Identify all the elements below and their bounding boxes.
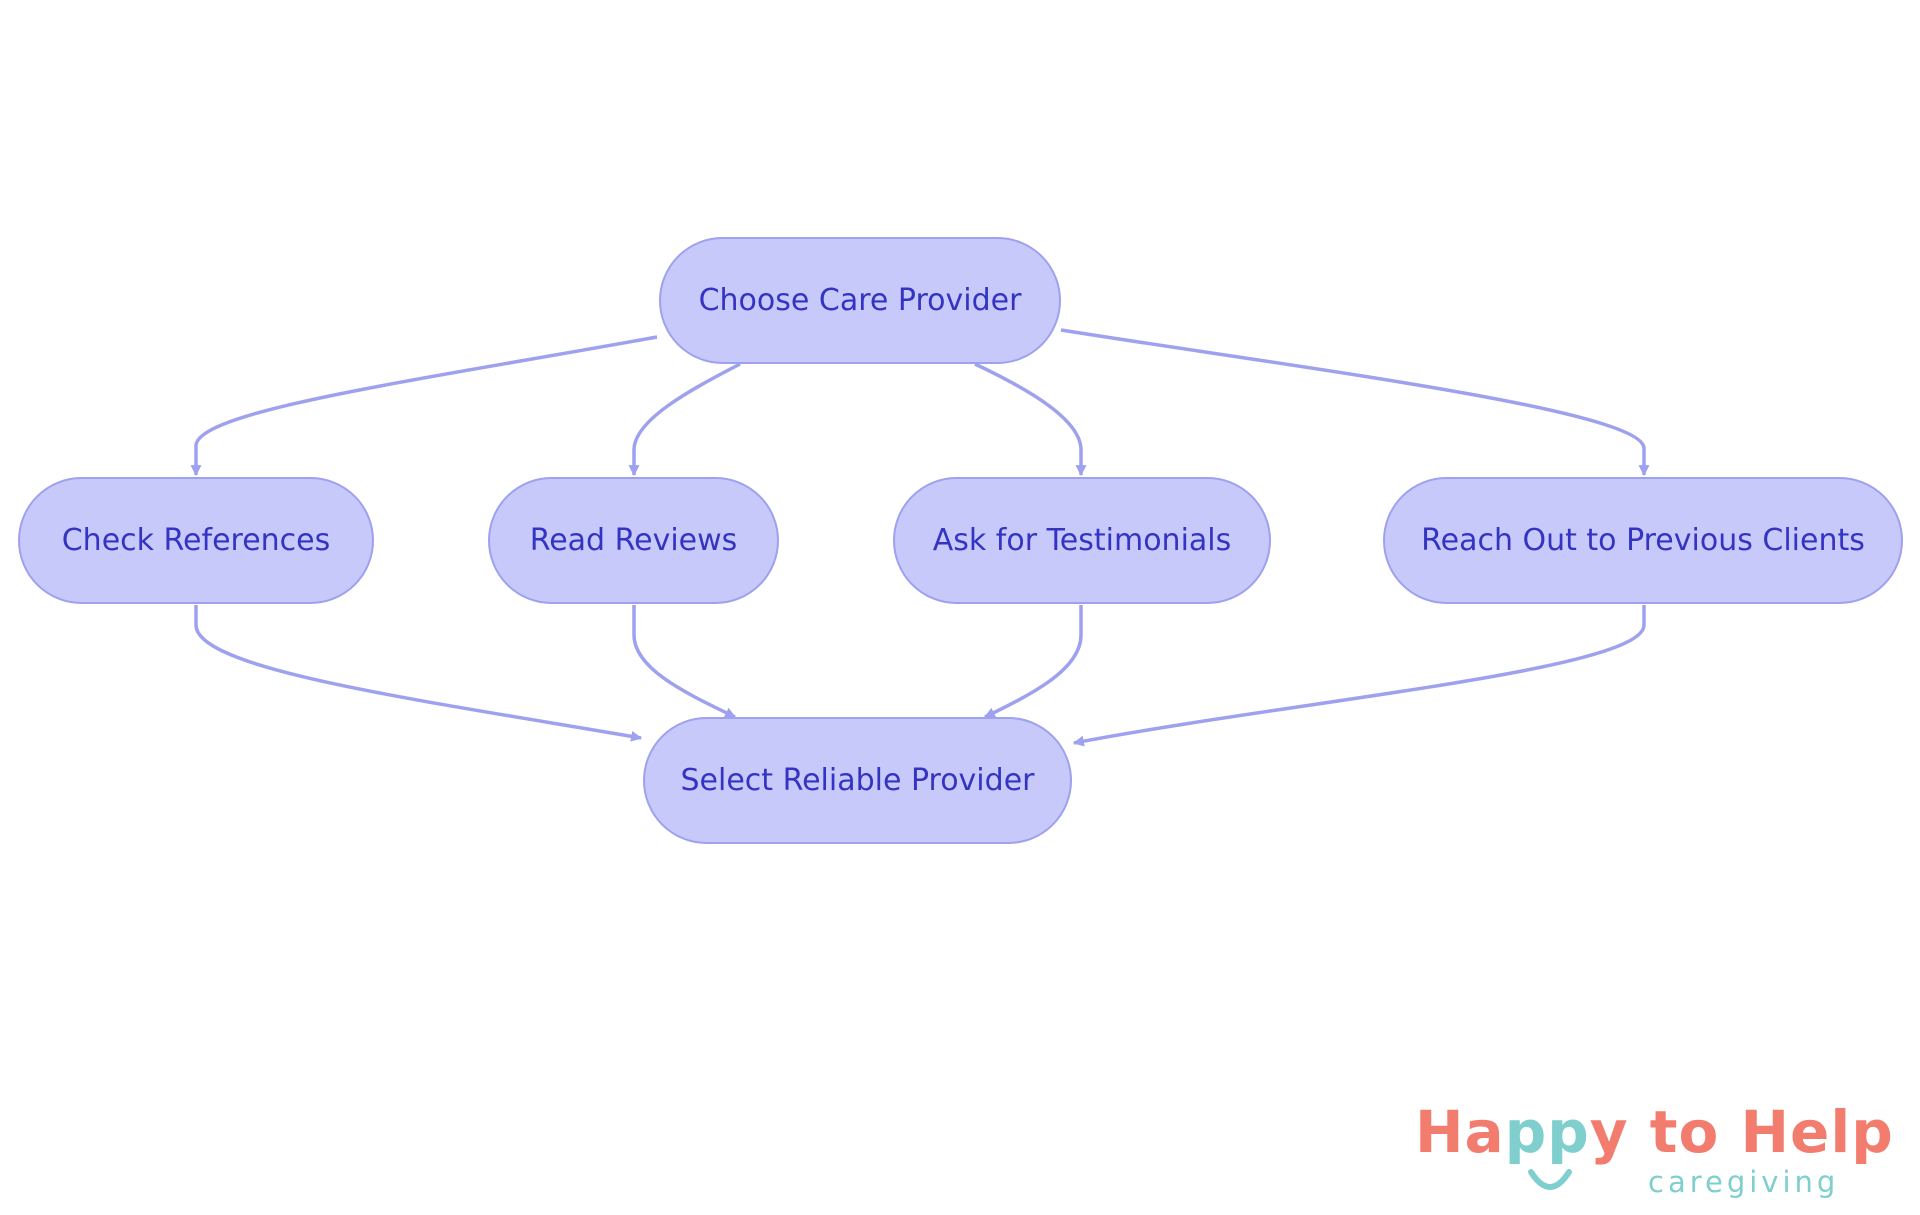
edge-choose-to-read [628,362,741,477]
node-check-references: Check References [18,477,374,604]
logo-text-part-3: y to Help [1589,1098,1894,1166]
node-label: Check References [61,523,331,558]
node-reach-out-to-previous-clients: Reach Out to Previous Clients [1383,477,1903,604]
edge-choose-to-check [190,335,658,477]
logo-subtitle: caregiving [1648,1165,1840,1199]
node-ask-for-testimonials: Ask for Testimonials [893,477,1271,604]
edge-choose-to-reach [1060,328,1650,477]
node-label: Choose Care Provider [698,283,1022,318]
edge-read-to-select [632,605,736,719]
node-label: Select Reliable Provider [680,763,1035,798]
node-label: Read Reviews [529,523,738,558]
node-label: Ask for Testimonials [932,523,1232,558]
logo-text-part-2: pp [1504,1098,1590,1166]
logo-text-part-1: Ha [1415,1098,1505,1166]
edge-ask-to-select [984,605,1083,719]
smile-icon [1528,1169,1572,1190]
edge-reach-to-select [1072,605,1646,747]
brand-logo: Happy to Help caregiving [1415,1100,1895,1205]
logo-wordmark: Happy to Help [1415,1100,1894,1164]
node-label: Reach Out to Previous Clients [1421,523,1865,558]
edge-check-to-select [194,605,643,742]
node-read-reviews: Read Reviews [488,477,779,604]
node-select-reliable-provider: Select Reliable Provider [643,717,1072,844]
edge-choose-to-ask [974,362,1087,477]
node-choose-care-provider: Choose Care Provider [659,237,1061,364]
